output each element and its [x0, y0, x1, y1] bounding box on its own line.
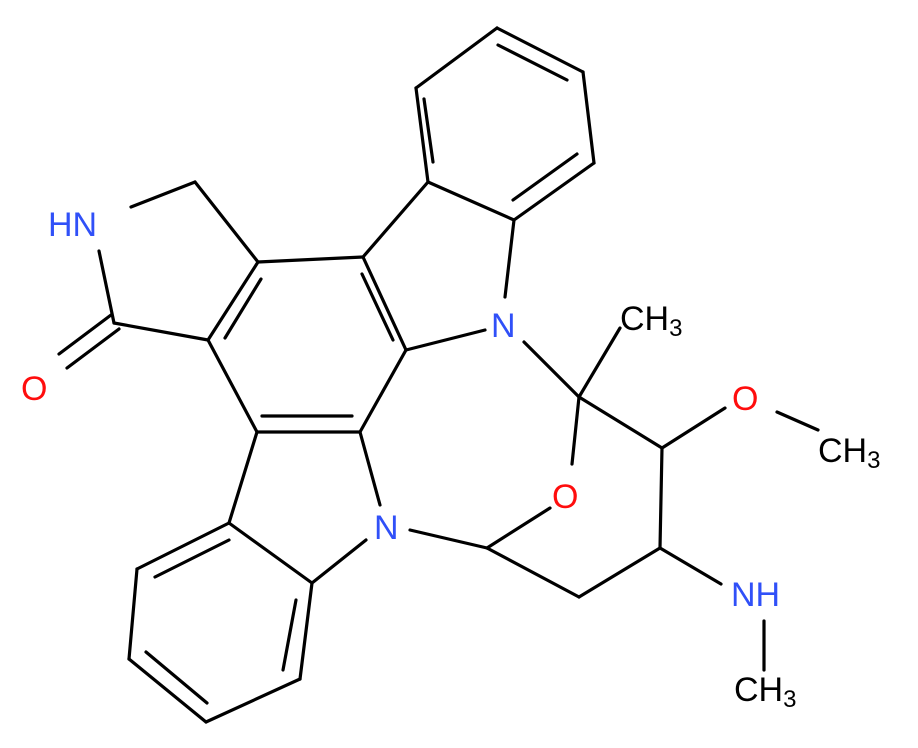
atom-label-amine-methyl: CH3: [734, 671, 796, 713]
atom-label-nh: NH: [731, 576, 780, 614]
atom-label-carbonyl-oxygen: O: [21, 370, 47, 408]
atom-label-methyl-top: CH3: [620, 300, 682, 342]
atom-label-hn: HN: [48, 206, 97, 244]
atom-label-top-nitrogen: N: [491, 307, 516, 345]
amine-methyl-subscript: 3: [783, 686, 796, 713]
amine-methyl-main: CH: [734, 671, 783, 709]
bond-lines: [57, 26, 820, 724]
atom-label-bottom-nitrogen: N: [374, 509, 399, 547]
methyl-top-main: CH: [620, 300, 669, 338]
methyl-top-subscript: 3: [669, 315, 682, 342]
atom-label-methoxy-oxygen: O: [732, 380, 758, 418]
methoxy-methyl-subscript: 3: [867, 447, 880, 474]
atom-labels: HN O N N O CH3 O CH3 NH CH3: [21, 206, 880, 713]
methoxy-methyl-main: CH: [818, 432, 867, 470]
atom-label-bridge-oxygen: O: [552, 478, 578, 516]
atom-label-methoxy-methyl: CH3: [818, 432, 880, 474]
